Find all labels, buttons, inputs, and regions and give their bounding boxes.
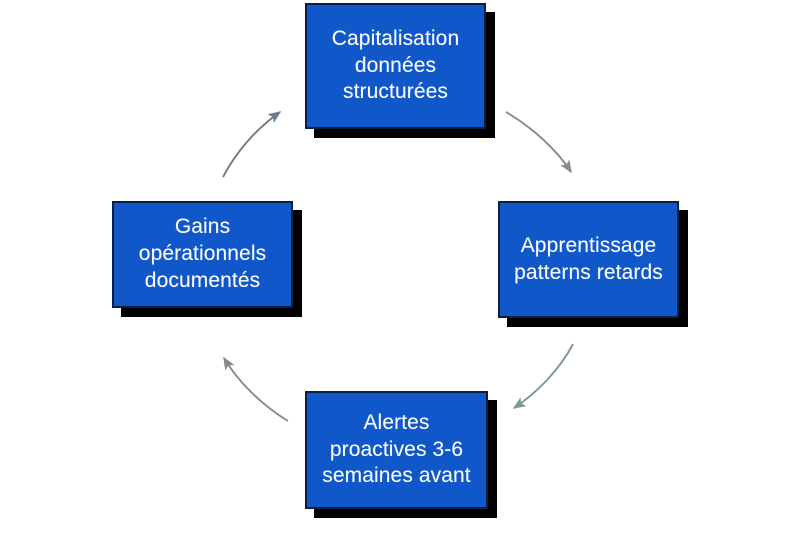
node-gains-label: Gains opérationnels documentés <box>138 215 267 292</box>
arrow-top-to-right <box>505 111 572 174</box>
node-alertes[interactable]: Alertes proactives 3-6 semaines avant <box>305 391 488 509</box>
node-apprentissage-label: Apprentissage patterns retards <box>514 233 663 284</box>
node-capitalisation-label: Capitalisation données structurées <box>331 26 460 104</box>
node-apprentissage[interactable]: Apprentissage patterns retards <box>498 201 679 318</box>
node-alertes-label: Alertes proactives 3-6 semaines avant <box>322 410 471 488</box>
arrow-bottom-to-left <box>223 356 289 422</box>
arrow-left-to-top <box>222 111 282 178</box>
node-capitalisation[interactable]: Capitalisation données structurées <box>305 3 486 129</box>
arrow-right-to-bottom <box>512 343 574 409</box>
node-gains[interactable]: Gains opérationnels documentés <box>112 201 293 308</box>
